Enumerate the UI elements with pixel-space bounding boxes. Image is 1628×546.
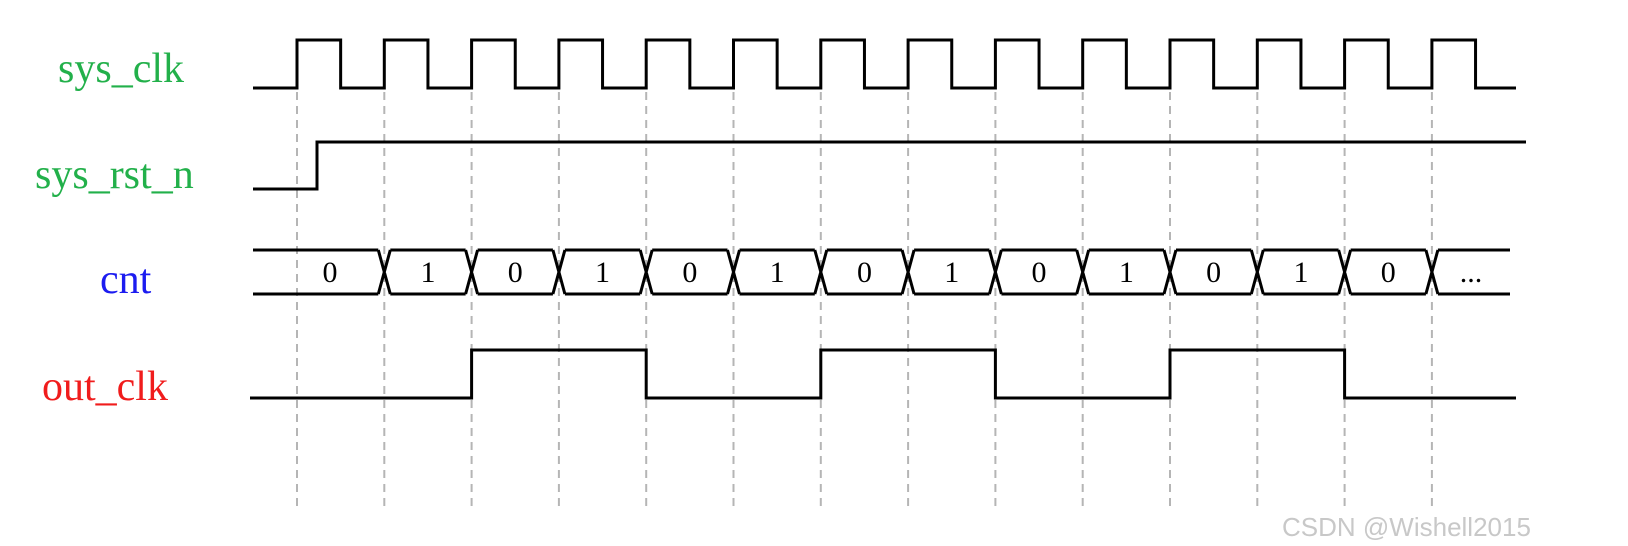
cnt-bus-outline [253, 248, 1510, 296]
sys-rst-n-waveform [253, 140, 1526, 191]
out-clk-waveform [250, 348, 1516, 400]
cnt-value-label: ... [1460, 256, 1483, 289]
signal-label-cnt: cnt [100, 257, 152, 303]
watermark: CSDN @Wishell2015 [1282, 512, 1531, 542]
cnt-value-label: 1 [944, 256, 959, 289]
cnt-value-label: 0 [508, 256, 523, 289]
cnt-value-label: 0 [1032, 256, 1047, 289]
cnt-value-label: 1 [420, 256, 435, 289]
signal-label-sys-clk: sys_clk [58, 46, 184, 92]
cnt-value-label: 1 [1293, 256, 1308, 289]
signal-label-sys-rst-n: sys_rst_n [35, 152, 194, 198]
cnt-value-label: 0 [682, 256, 697, 289]
cnt-value-label: 0 [323, 256, 338, 289]
cnt-bus-waveform: 0 1 0 1 0 1 0 1 0 1 0 1 0... [253, 248, 1510, 296]
cnt-value-label: 1 [770, 256, 785, 289]
cnt-value-label: 1 [1119, 256, 1134, 289]
signal-label-out-clk: out_clk [42, 364, 168, 410]
cnt-value-label: 0 [1206, 256, 1221, 289]
grid-lines [296, 92, 1433, 508]
cnt-value-label: 1 [595, 256, 610, 289]
cnt-value-label: 0 [857, 256, 872, 289]
cnt-value-label: 0 [1381, 256, 1396, 289]
sys-clk-waveform [253, 38, 1516, 90]
